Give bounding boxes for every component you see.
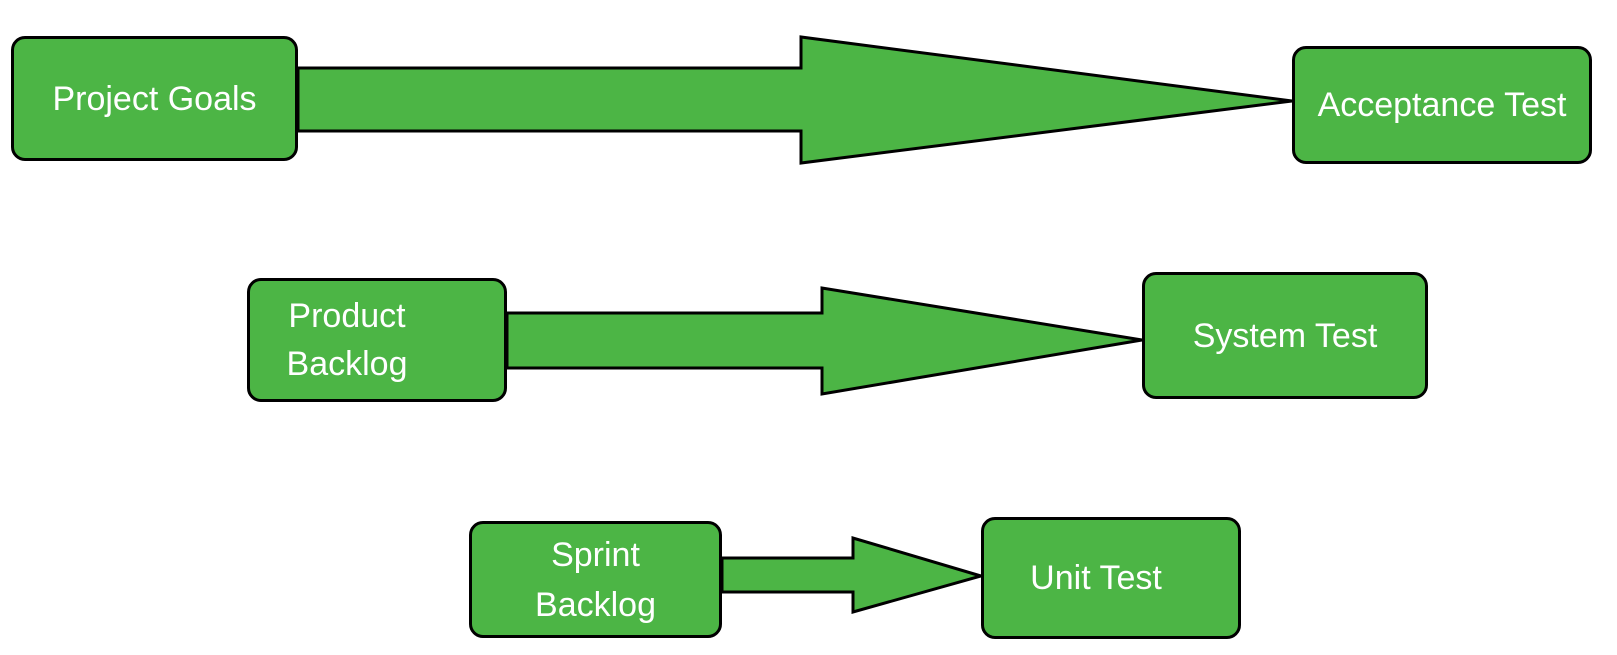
unit-test-label: Unit Test	[1030, 559, 1162, 597]
arrow-project-goals-to-acceptance-test	[296, 35, 1293, 165]
product-backlog-label: Product Backlog	[287, 292, 408, 388]
sprint-backlog-line-2: Backlog	[535, 585, 656, 624]
system-test-box: System Test	[1142, 272, 1428, 399]
product-backlog-line-2: Backlog	[286, 345, 408, 383]
sprint-backlog-box: Sprint Backlog	[469, 521, 722, 638]
system-test-label: System Test	[1192, 316, 1378, 355]
sprint-backlog-line-1: Sprint	[551, 535, 640, 574]
arrow-product-backlog-to-system-test	[505, 286, 1143, 396]
acceptance-test-box: Acceptance Test	[1292, 46, 1592, 164]
product-backlog-line-1: Product	[288, 297, 406, 335]
project-goals-label: Project Goals	[52, 79, 257, 118]
product-backlog-box: Product Backlog	[247, 278, 507, 402]
arrow-sprint-backlog-to-unit-test	[720, 535, 987, 614]
acceptance-test-label: Acceptance Test	[1317, 86, 1567, 124]
unit-test-box: Unit Test	[981, 517, 1241, 639]
project-goals-box: Project Goals	[11, 36, 298, 161]
sprint-backlog-label: Sprint Backlog	[535, 530, 656, 630]
